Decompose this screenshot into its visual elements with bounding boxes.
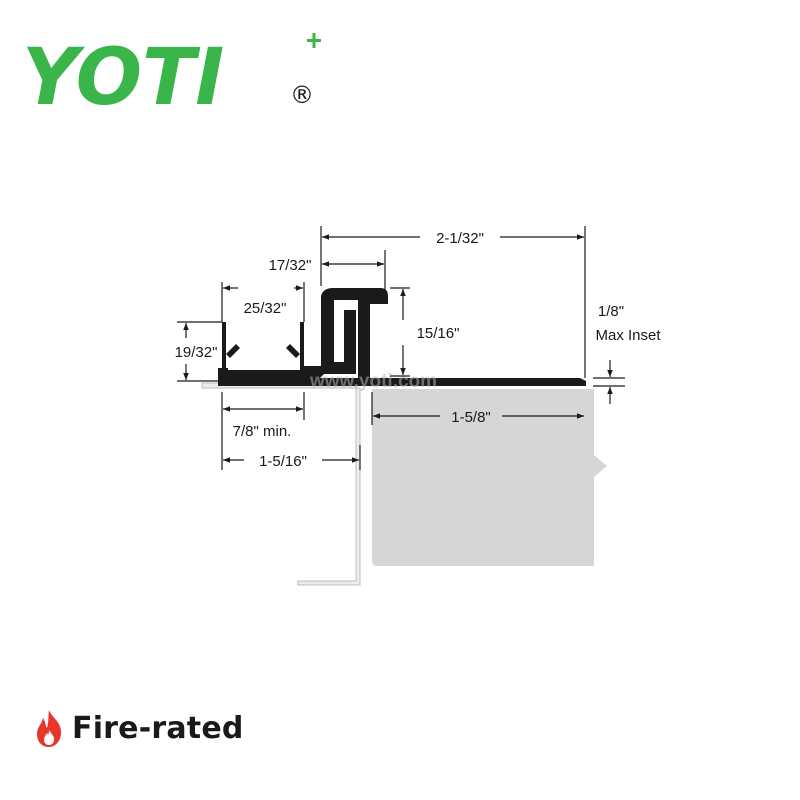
dim-top-lip: 17/32" [269, 257, 312, 274]
dim-min-opening: 7/8" min. [233, 423, 292, 440]
trim-profile [218, 288, 586, 386]
dim-inset: 1/8" [598, 303, 624, 320]
substrate [201, 382, 607, 586]
dimension-labels: 2-1/32" 17/32" 25/32" 19/32" 15/16" 1/8"… [175, 230, 662, 470]
dim-tread-width: 1-5/8" [451, 409, 491, 426]
dim-channel-width: 25/32" [244, 300, 287, 317]
plus-icon [307, 33, 321, 48]
watermark-text: www.yoti.com [309, 371, 437, 392]
fire-rated-badge: Fire-rated [34, 706, 244, 750]
brand-logo: YOTI ® [22, 33, 321, 123]
brand-wordmark: YOTI [22, 33, 224, 123]
fire-rated-label: Fire-rated [72, 710, 244, 746]
dim-channel-height: 19/32" [175, 344, 218, 361]
dim-left-width: 1-5/16" [259, 453, 307, 470]
dim-overall-width: 2-1/32" [436, 230, 484, 247]
dimension-lines [177, 226, 625, 470]
dim-riser-height: 15/16" [417, 325, 460, 342]
registered-mark: ® [290, 81, 314, 109]
flame-icon [37, 710, 62, 747]
dim-inset-caption: Max Inset [595, 327, 661, 344]
